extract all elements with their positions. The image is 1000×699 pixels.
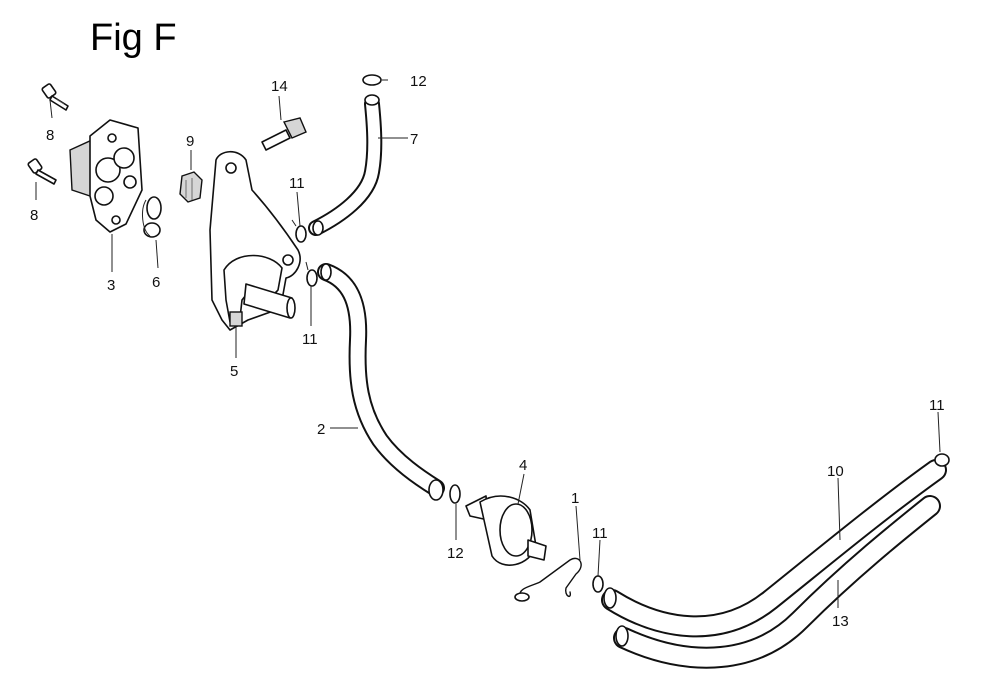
clamp-11-upper [291,219,307,243]
callout-10: 10 [827,463,844,480]
hose-7 [308,94,383,236]
bolt-14 [261,117,307,151]
fuel-filter-4 [465,495,547,566]
callout-11-lower: 11 [592,525,608,542]
callout-8-upper: 8 [46,127,54,144]
callout-11-middle: 11 [302,331,318,348]
callout-11-upper: 11 [289,175,305,192]
fuel-pump-3 [69,119,143,233]
callout-9: 9 [186,133,194,150]
clamp-12-lower [449,484,461,504]
callout-12-top: 12 [410,73,427,90]
callout-12-lower: 12 [447,545,464,562]
callout-6: 6 [152,274,160,291]
callout-5: 5 [230,363,238,380]
callout-labels: 8 8 3 6 9 14 12 7 11 11 5 2 12 4 1 11 10… [30,73,945,630]
leader-lines [35,79,941,608]
callout-8-lower: 8 [30,207,38,224]
clamp-12-top [362,74,382,86]
clamp-11-middle [305,261,318,287]
wire-clip-1 [514,557,582,602]
clamp-11-lower [592,575,604,593]
elbow-fitting-5 [223,254,296,327]
callout-11-right: 11 [929,397,945,414]
clip-6 [142,196,162,238]
bolt-8-upper [41,83,69,111]
callout-4: 4 [519,457,527,474]
callout-1: 1 [571,490,579,507]
callout-14: 14 [271,78,288,95]
hose-2 [317,263,445,501]
nut-9 [179,171,203,203]
callout-13: 13 [832,613,849,630]
callout-2: 2 [317,421,325,438]
callout-3: 3 [107,277,115,294]
figure-title: Fig F [90,17,177,59]
hose-13 [613,495,941,669]
bolt-8-lower [27,158,57,185]
clamp-11-right [934,453,950,467]
callout-7: 7 [410,131,418,148]
hose-10 [601,459,947,638]
